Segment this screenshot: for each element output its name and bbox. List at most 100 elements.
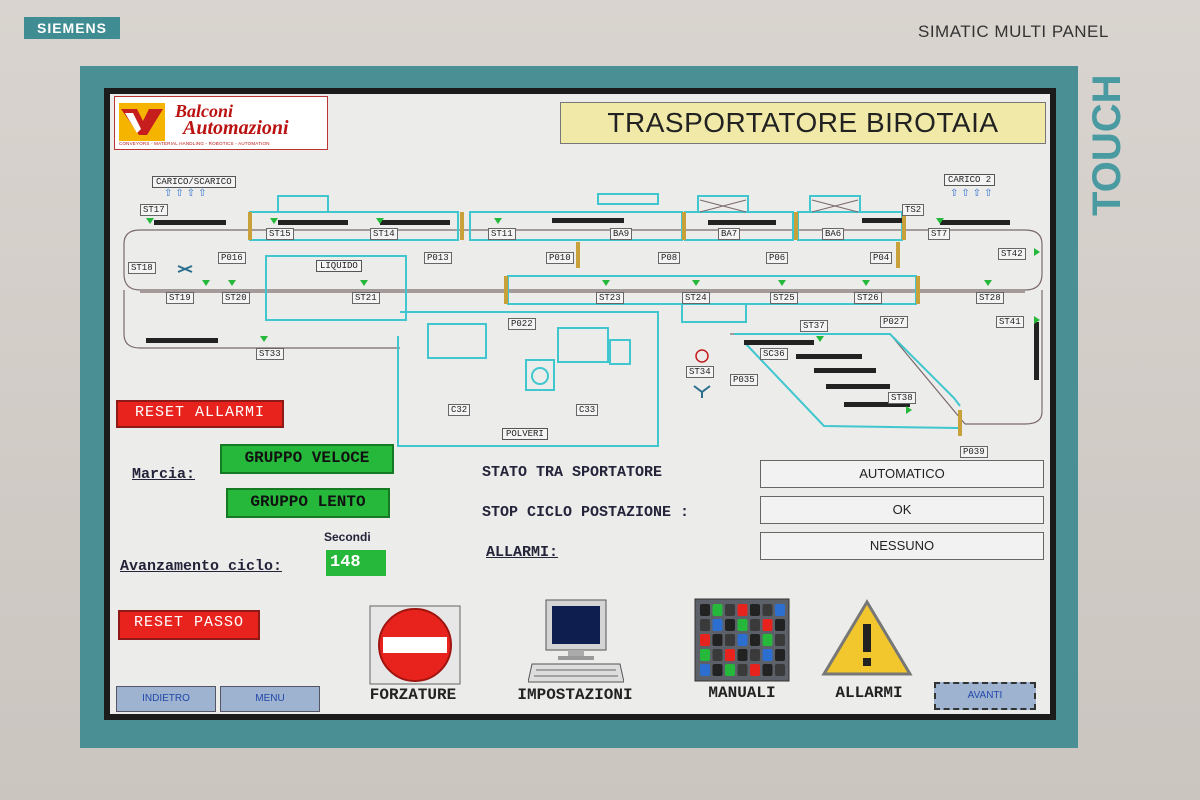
keypad-key	[737, 649, 748, 661]
reset-allarmi-button[interactable]: RESET ALLARMI	[116, 400, 284, 428]
conveyor-diagram	[123, 193, 1043, 447]
station-ba6[interactable]: BA6	[822, 228, 845, 240]
station-st24[interactable]: ST24	[682, 292, 710, 304]
keypad-key	[737, 634, 748, 646]
manuali-button[interactable]	[694, 598, 790, 682]
station-st28[interactable]: ST28	[976, 292, 1004, 304]
station-st19[interactable]: ST19	[166, 292, 194, 304]
station-st20[interactable]: ST20	[222, 292, 250, 304]
station-st41[interactable]: ST41	[996, 316, 1024, 328]
keypad-key	[712, 634, 723, 646]
station-p010[interactable]: P010	[546, 252, 574, 264]
station-st38[interactable]: ST38	[888, 392, 916, 404]
forzature-label: FORZATURE	[369, 686, 457, 704]
keypad-key	[712, 649, 723, 661]
keypad-key	[725, 634, 735, 646]
menu-button[interactable]: MENU	[220, 686, 320, 712]
keypad-key	[762, 649, 773, 661]
station-c33[interactable]: C33	[576, 404, 599, 416]
stop-ciclo-value: OK	[760, 496, 1044, 524]
keypad-key	[737, 664, 748, 676]
keypad-key	[762, 604, 773, 616]
station-p035[interactable]: P035	[730, 374, 758, 386]
keypad-key	[700, 604, 710, 616]
allarmi-label: ALLARMI:	[486, 544, 559, 561]
computer-icon	[527, 599, 625, 683]
warning-icon	[821, 599, 913, 676]
area-carico2: CARICO 2	[944, 174, 996, 186]
station-ba9[interactable]: BA9	[610, 228, 633, 240]
station-ba7[interactable]: BA7	[718, 228, 741, 240]
stato-value: AUTOMATICO	[760, 460, 1044, 488]
keypad-key	[762, 634, 773, 646]
station-p016[interactable]: P016	[218, 252, 246, 264]
keypad-key	[750, 604, 760, 616]
keypad-key	[725, 619, 735, 631]
station-st34[interactable]: ST34	[686, 366, 714, 378]
keypad-key	[712, 664, 723, 676]
stop-ciclo-label: STOP CICLO POSTAZIONE :	[482, 504, 690, 521]
station-st37[interactable]: ST37	[800, 320, 828, 332]
station-st18[interactable]: ST18	[128, 262, 156, 274]
station-st23[interactable]: ST23	[596, 292, 624, 304]
impostazioni-button[interactable]	[527, 598, 625, 686]
keypad-key	[700, 664, 710, 676]
keypad-key	[750, 634, 760, 646]
keypad-key	[750, 619, 760, 631]
page-title: TRASPORTATORE BIROTAIA	[560, 102, 1046, 144]
station-st21[interactable]: ST21	[352, 292, 380, 304]
station-p039[interactable]: P039	[960, 446, 988, 458]
station-ts2[interactable]: TS2	[902, 204, 925, 216]
station-p04[interactable]: P04	[870, 252, 893, 264]
area-carico-scarico: CARICO/SCARICO	[152, 176, 236, 188]
no-entry-icon	[369, 605, 461, 685]
keypad-key	[775, 604, 785, 616]
gruppo-lento-button[interactable]: GRUPPO LENTO	[226, 488, 390, 518]
logo-line1: Balconi	[175, 101, 234, 121]
secondi-label: Secondi	[324, 530, 371, 544]
keypad-key	[712, 619, 723, 631]
station-st42[interactable]: ST42	[998, 248, 1026, 260]
station-st11[interactable]: ST11	[488, 228, 516, 240]
keypad-key	[737, 619, 748, 631]
station-c32[interactable]: C32	[448, 404, 471, 416]
keypad-key	[725, 649, 735, 661]
indietro-button[interactable]: INDIETRO	[116, 686, 216, 712]
company-logo: Balconi Automazioni CONVEYORS - MATERIAL…	[114, 96, 328, 150]
station-p022[interactable]: P022	[508, 318, 536, 330]
avanzamento-label: Avanzamento ciclo:	[120, 558, 283, 575]
keypad-key	[775, 649, 785, 661]
station-p06[interactable]: P06	[766, 252, 789, 264]
station-st26[interactable]: ST26	[854, 292, 882, 304]
keypad-key	[775, 664, 785, 676]
keypad-key	[762, 619, 773, 631]
station-st25[interactable]: ST25	[770, 292, 798, 304]
gruppo-veloce-button[interactable]: GRUPPO VELOCE	[220, 444, 394, 474]
keypad-key	[712, 604, 723, 616]
station-st14[interactable]: ST14	[370, 228, 398, 240]
keypad-key	[737, 604, 748, 616]
station-p013[interactable]: P013	[424, 252, 452, 264]
reset-passo-button[interactable]: RESET PASSO	[118, 610, 260, 640]
brand-logo: SIEMENS	[24, 17, 120, 39]
station-st7[interactable]: ST7	[928, 228, 951, 240]
allarmi-icon-button[interactable]	[820, 598, 914, 678]
hmi-display: Balconi Automazioni CONVEYORS - MATERIAL…	[110, 94, 1050, 714]
manuali-label: MANUALI	[708, 684, 776, 702]
ciclo-seconds-value: 148	[326, 550, 386, 576]
keypad-key	[700, 619, 710, 631]
station-p08[interactable]: P08	[658, 252, 681, 264]
station-sc36[interactable]: SC36	[760, 348, 788, 360]
station-st17[interactable]: ST17	[140, 204, 168, 216]
station-st33[interactable]: ST33	[256, 348, 284, 360]
keypad-key	[725, 664, 735, 676]
station-p027[interactable]: P027	[880, 316, 908, 328]
logo-mark-icon	[119, 103, 165, 141]
forzature-button[interactable]	[368, 604, 462, 686]
keypad-icon	[694, 598, 790, 682]
station-st15[interactable]: ST15	[266, 228, 294, 240]
keypad-key	[762, 664, 773, 676]
allarmi-value: NESSUNO	[760, 532, 1044, 560]
keypad-key	[750, 649, 760, 661]
avanti-button[interactable]: AVANTI	[934, 682, 1036, 710]
